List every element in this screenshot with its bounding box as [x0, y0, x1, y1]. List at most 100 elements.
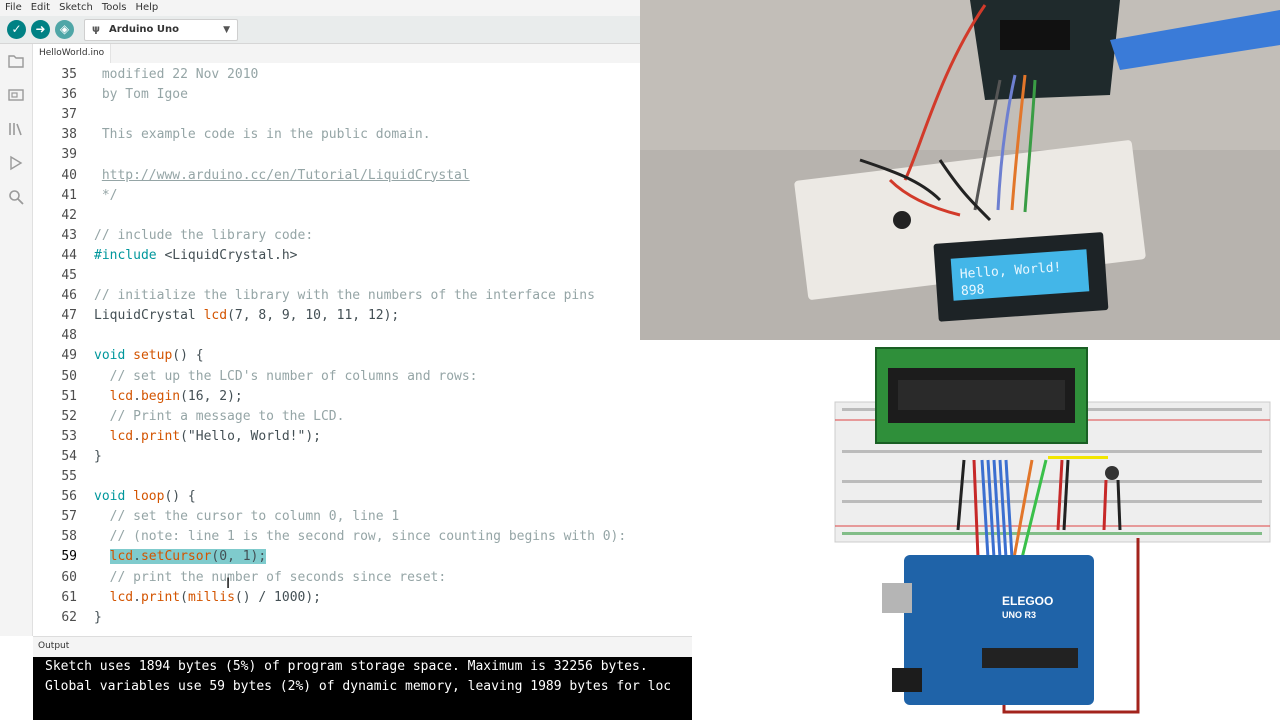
code-token: #include: [94, 247, 157, 263]
code-line[interactable]: 36 by Tom Igoe: [33, 85, 692, 105]
code-token: This example code is in the public domai…: [94, 127, 431, 143]
chevron-down-icon: ▼: [223, 25, 230, 35]
lcd-screen-photo: [950, 249, 1090, 301]
code-token: print: [140, 428, 181, 444]
code-token: // print the number of seconds since res…: [94, 569, 447, 585]
upload-button[interactable]: ➜: [31, 20, 50, 39]
code-line[interactable]: 53 lcd.print("Hello, World!");: [33, 427, 692, 447]
code-token: lcd: [203, 308, 228, 324]
code-line[interactable]: 52 // Print a message to the LCD.: [33, 407, 692, 427]
line-number: 47: [61, 308, 77, 324]
code-token: by Tom Igoe: [94, 87, 188, 103]
code-token: */: [94, 187, 118, 203]
code-token: modified 22 Nov 2010: [94, 67, 259, 82]
code-line[interactable]: 41 */: [33, 186, 692, 206]
line-number: 41: [61, 187, 77, 203]
code-line[interactable]: 50 // set up the LCD's number of columns…: [33, 367, 692, 387]
mouse-cursor-icon: I: [226, 576, 231, 592]
code-text: lcd.print("Hello, World!");: [94, 427, 321, 447]
code-line[interactable]: 48: [33, 326, 692, 346]
board-selector[interactable]: ψ Arduino Uno ▼: [84, 19, 238, 41]
code-line[interactable]: 35 modified 22 Nov 2010: [33, 65, 692, 85]
output-console[interactable]: Sketch uses 1894 bytes (5%) of program s…: [33, 657, 692, 720]
code-token: <LiquidCrystal.h>: [156, 247, 298, 263]
code-text: // set up the LCD's number of columns an…: [94, 367, 478, 387]
code-token: // set up the LCD's number of columns an…: [94, 368, 478, 384]
code-line[interactable]: 37: [33, 105, 692, 125]
line-number: 45: [61, 268, 77, 283]
code-token: .: [133, 428, 141, 444]
code-token: [94, 549, 110, 564]
debug-button[interactable]: ◈: [55, 20, 74, 39]
boards-icon[interactable]: [7, 86, 25, 104]
code-line[interactable]: 58 // (note: line 1 is the second row, s…: [33, 527, 692, 547]
code-token: .: [133, 388, 141, 404]
diagram-potentiometer: [1105, 466, 1119, 480]
wiring-diagram: ELEGOO UNO R3: [692, 340, 1280, 720]
line-number: 62: [61, 609, 77, 625]
code-line[interactable]: 57 // set the cursor to column 0, line 1: [33, 507, 692, 527]
line-number: 51: [61, 388, 77, 404]
diagram-uno-board: [904, 555, 1094, 705]
diagram-scene: ELEGOO UNO R3: [818, 340, 1280, 720]
code-token: lcd: [109, 549, 134, 565]
code-line[interactable]: 61 lcd.print(millis() / 1000);: [33, 588, 692, 608]
line-number: 54: [61, 448, 77, 464]
tab-helloworld[interactable]: HelloWorld.ino: [33, 44, 112, 63]
line-number: 55: [61, 469, 77, 484]
diagram-model: UNO R3: [1002, 610, 1036, 620]
folder-icon[interactable]: [7, 52, 25, 70]
code-text: // set the cursor to column 0, line 1: [94, 507, 400, 527]
code-token: lcd: [109, 388, 134, 404]
verify-button[interactable]: ✓: [7, 20, 26, 39]
code-line[interactable]: 59 lcd.setCursor(0, 1);: [33, 547, 692, 567]
code-token: (0, 1);: [211, 549, 267, 565]
code-token: // include the library code:: [94, 227, 314, 243]
menu-sketch[interactable]: Sketch: [59, 2, 93, 13]
line-number: 53: [61, 428, 77, 444]
line-number: 36: [61, 87, 77, 103]
code-line[interactable]: 40 http://www.arduino.cc/en/Tutorial/Liq…: [33, 166, 692, 186]
code-line[interactable]: 55: [33, 467, 692, 487]
line-number: 56: [61, 489, 77, 505]
output-label: Output: [38, 641, 70, 651]
code-token: // Print a message to the LCD.: [94, 408, 345, 424]
code-line[interactable]: 60 // print the number of seconds since …: [33, 568, 692, 588]
menu-tools[interactable]: Tools: [101, 2, 127, 13]
line-number: 37: [61, 107, 77, 123]
code-line[interactable]: 43// include the library code:: [33, 226, 692, 246]
code-text: */: [94, 186, 118, 206]
code-token: (7, 8, 9, 10, 11, 12);: [227, 308, 400, 324]
code-line[interactable]: 62}: [33, 608, 692, 628]
code-line[interactable]: 54}: [33, 447, 692, 467]
line-number: 42: [61, 207, 77, 223]
code-line[interactable]: 46// initialize the library with the num…: [33, 286, 692, 306]
output-line: Global variables use 59 bytes (2%) of dy…: [45, 679, 672, 694]
menu-help[interactable]: Help: [135, 2, 159, 13]
code-line[interactable]: 38 This example code is in the public do…: [33, 125, 692, 145]
search-icon[interactable]: [7, 188, 25, 206]
code-line[interactable]: 39: [33, 145, 692, 165]
code-token: () {: [164, 489, 196, 505]
line-number: 59: [61, 549, 77, 565]
line-number: 50: [61, 368, 77, 384]
code-line[interactable]: 42: [33, 206, 692, 226]
code-text: http://www.arduino.cc/en/Tutorial/Liquid…: [94, 166, 470, 186]
code-token: [94, 590, 110, 605]
code-line[interactable]: 45: [33, 266, 692, 286]
menu-file[interactable]: File: [5, 2, 22, 13]
menu-edit[interactable]: Edit: [30, 2, 51, 13]
line-number: 49: [61, 348, 77, 364]
code-line[interactable]: 51 lcd.begin(16, 2);: [33, 387, 692, 407]
code-text: #include <LiquidCrystal.h>: [94, 246, 298, 266]
debug-icon[interactable]: [7, 154, 25, 172]
code-line[interactable]: 44#include <LiquidCrystal.h>: [33, 246, 692, 266]
code-token: [125, 489, 133, 504]
code-text: // print the number of seconds since res…: [94, 568, 447, 588]
diagram-chip: [982, 648, 1078, 668]
library-icon[interactable]: [7, 120, 25, 138]
